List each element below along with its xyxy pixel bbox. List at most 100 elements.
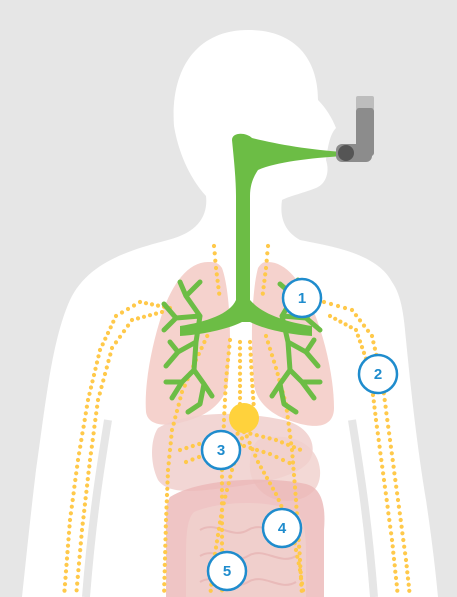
circulation-dot (250, 384, 254, 388)
circulation-dot (362, 324, 366, 328)
circulation-dot (163, 544, 167, 548)
circulation-dot (223, 398, 227, 402)
marker-label: 4 (278, 520, 287, 537)
circulation-dot (225, 488, 229, 492)
circulation-dot (292, 473, 296, 477)
circulation-dot (106, 331, 110, 335)
circulation-dot (64, 563, 68, 567)
circulation-dot (216, 285, 220, 289)
circulation-dot (389, 531, 393, 535)
circulation-dot (205, 334, 209, 338)
circulation-dot (191, 444, 195, 448)
circulation-dot (392, 557, 396, 561)
circulation-dot (372, 399, 376, 403)
circulation-dot (82, 425, 86, 429)
circulation-dot (249, 359, 253, 363)
circulation-dot (370, 334, 374, 338)
circulation-dot (356, 334, 360, 338)
circulation-dot (126, 307, 130, 311)
circulation-dot (262, 279, 266, 283)
circulation-dot (399, 518, 403, 522)
circulation-dot (298, 448, 302, 452)
circulation-dot (114, 314, 118, 318)
circulation-dot (162, 582, 166, 586)
circulation-dot (215, 272, 219, 276)
circulation-dot (279, 504, 283, 508)
circulation-dot (93, 367, 97, 371)
circulation-dot (72, 491, 76, 495)
circulation-dot (66, 544, 70, 548)
circulation-dot (293, 485, 297, 489)
circulation-dot (366, 329, 370, 333)
circulation-dot (300, 581, 304, 585)
circulation-dot (65, 550, 69, 554)
circulation-dot (168, 448, 172, 452)
circulation-dot (224, 385, 228, 389)
circulation-dot (118, 335, 122, 339)
circulation-dot (81, 515, 85, 519)
circulation-dot (263, 272, 267, 276)
circulation-dot (87, 392, 91, 396)
circulation-dot (228, 475, 232, 479)
circulation-dot (264, 334, 268, 338)
circulation-dot (75, 465, 79, 469)
circulation-dot (276, 372, 280, 376)
circulation-dot (238, 384, 242, 388)
circulation-dot (287, 428, 291, 432)
circulation-dot (163, 537, 167, 541)
circulation-dot (395, 589, 399, 593)
circulation-dot (82, 509, 86, 513)
circulation-dot (163, 569, 167, 573)
circulation-dot (89, 451, 93, 455)
circulation-dot (220, 481, 224, 485)
circulation-dot (132, 303, 136, 307)
circulation-dot (184, 446, 188, 450)
circulation-dot (294, 498, 298, 502)
circulation-dot (101, 378, 105, 382)
circulation-dot (79, 541, 83, 545)
circulation-dot (109, 325, 113, 329)
circulation-dot (164, 524, 168, 528)
circulation-dot (79, 438, 83, 442)
circulation-dot (395, 582, 399, 586)
circulation-dot (268, 452, 272, 456)
marker-3: 3 (202, 431, 240, 469)
circulation-dot (238, 372, 242, 376)
circulation-dot (164, 505, 168, 509)
circulation-dot (164, 512, 168, 516)
circulation-dot (391, 458, 395, 462)
circulation-dot (265, 259, 269, 263)
circulation-dot (225, 365, 229, 369)
circulation-dot (407, 589, 411, 593)
circulation-dot (92, 373, 96, 377)
circulation-dot (222, 501, 226, 505)
circulation-dot (224, 378, 228, 382)
circulation-dot (77, 561, 81, 565)
circulation-dot (173, 415, 177, 419)
circulation-dot (362, 351, 366, 355)
circulation-dot (297, 545, 301, 549)
circulation-dot (180, 390, 184, 394)
circulation-dot (98, 391, 102, 395)
circulation-dot (122, 329, 126, 333)
circulation-dot (262, 285, 266, 289)
circulation-dot (382, 478, 386, 482)
circulation-dot (292, 479, 296, 483)
circulation-dot (386, 505, 390, 509)
circulation-dot (98, 348, 102, 352)
marker-1: 1 (283, 279, 321, 317)
circulation-dot (245, 434, 249, 438)
circulation-dot (333, 317, 337, 321)
circulation-dot (89, 385, 93, 389)
circulation-dot (105, 365, 109, 369)
circulation-dot (298, 551, 302, 555)
circulation-dot (393, 570, 397, 574)
circulation-dot (403, 551, 407, 555)
circulation-dot (398, 511, 402, 515)
circulation-dot (202, 340, 206, 344)
circulation-dot (265, 476, 269, 480)
circulation-dot (373, 347, 377, 351)
circulation-dot (274, 492, 278, 496)
circulation-dot (401, 538, 405, 542)
